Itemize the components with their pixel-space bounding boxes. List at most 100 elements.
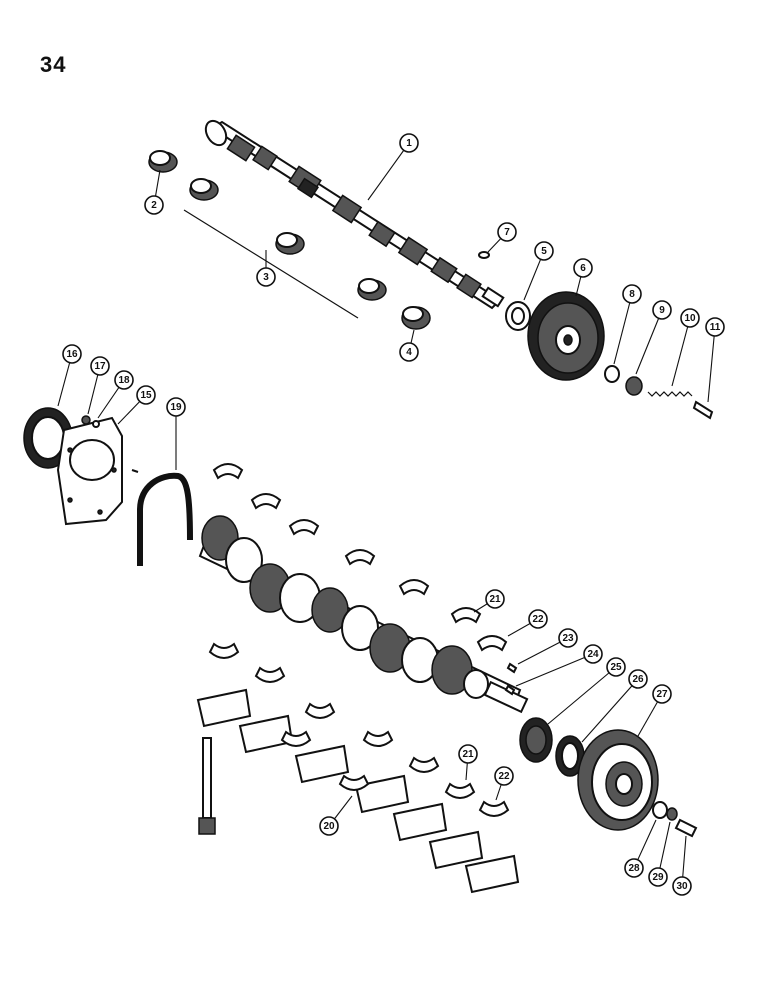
- callout-c8: 8: [613, 284, 642, 365]
- callout-label: 17: [94, 361, 106, 372]
- callout-c20a: 20: [319, 795, 353, 836]
- callout-leader: [671, 317, 691, 387]
- cam-bushing-2: [148, 150, 178, 173]
- callout-c28: 28: [624, 819, 657, 878]
- callout-c29: 29: [648, 821, 671, 887]
- callout-label: 3: [263, 272, 269, 283]
- callout-circle: [534, 241, 554, 261]
- callout-circle: [319, 816, 339, 836]
- washer-18: [92, 420, 100, 428]
- callout-c17: 17: [87, 356, 110, 415]
- thrust-plate: [505, 301, 531, 331]
- callout-circle: [606, 657, 626, 677]
- callout-circle: [672, 876, 692, 896]
- callout-circle: [485, 589, 505, 609]
- page-number: 34: [40, 52, 67, 77]
- callout-leader: [581, 678, 639, 743]
- callout-label: 21: [462, 749, 474, 760]
- callout-label: 23: [562, 633, 574, 644]
- callout-circle: [705, 317, 725, 337]
- seal-retainer-15: [56, 416, 123, 526]
- callout-c18: 18: [97, 370, 134, 419]
- bolt-17: [81, 415, 91, 425]
- callout-circle: [528, 609, 548, 629]
- callout-c3: 3: [256, 250, 276, 287]
- callout-circle: [497, 222, 517, 242]
- callout-circle: [62, 344, 82, 364]
- callout-label: 27: [656, 689, 668, 700]
- callout-label: 29: [652, 872, 664, 883]
- callout-leader: [367, 142, 410, 201]
- callout-circle: [628, 669, 648, 689]
- callout-c10: 10: [671, 308, 700, 387]
- callout-c7: 7: [487, 222, 517, 253]
- pin-11: [692, 400, 714, 420]
- callout-circle: [624, 858, 644, 878]
- callout-c1: 1: [367, 133, 419, 201]
- callout-label: 6: [580, 263, 586, 274]
- bolt-30: [674, 818, 698, 838]
- woodruff-key: [478, 251, 490, 259]
- rear-oil-seal-19: [137, 472, 193, 566]
- callout-circle: [583, 644, 603, 664]
- callout-label: 9: [659, 305, 665, 316]
- callout-c9: 9: [635, 300, 672, 375]
- callout-circle: [558, 628, 578, 648]
- callout-label: 8: [629, 289, 635, 300]
- callout-label: 25: [610, 662, 622, 673]
- nut-9: [625, 376, 643, 396]
- callout-label: 7: [504, 227, 510, 238]
- callout-c5: 5: [523, 241, 554, 301]
- key-24: [504, 684, 516, 696]
- callout-label: 30: [676, 881, 688, 892]
- vibration-damper-27: [577, 729, 659, 831]
- callout-label: 21: [489, 594, 501, 605]
- callout-circle: [652, 300, 672, 320]
- cam-bushings-3: [183, 178, 387, 319]
- callout-c6: 6: [573, 258, 593, 297]
- callout-circle: [399, 342, 419, 362]
- callout-label: 28: [628, 863, 640, 874]
- callout-label: 22: [532, 614, 544, 625]
- callout-label: 16: [66, 349, 78, 360]
- callout-circle: [144, 195, 164, 215]
- callout-circle: [136, 385, 156, 405]
- callout-label: 20: [323, 821, 335, 832]
- callout-c30: 30: [672, 835, 692, 896]
- cam-bushing-4: [401, 306, 431, 330]
- callout-c19: 19: [166, 397, 186, 470]
- callout-c4: 4: [399, 329, 419, 362]
- lockwasher-29: [666, 807, 678, 821]
- crankshaft-gear-25: [519, 717, 553, 763]
- callout-circle: [458, 744, 478, 764]
- callout-c23: 23: [517, 628, 578, 665]
- callout-leader: [707, 326, 716, 403]
- callout-label: 2: [151, 200, 157, 211]
- callout-leader: [635, 309, 663, 375]
- callout-c22b: 22: [494, 766, 514, 801]
- callout-c21a: 21: [473, 589, 505, 613]
- callout-circle: [494, 766, 514, 786]
- callout-label: 10: [684, 313, 696, 324]
- callout-circle: [114, 370, 134, 390]
- spring-10: [647, 391, 693, 397]
- callout-label: 19: [170, 402, 182, 413]
- callout-c25: 25: [547, 657, 626, 725]
- dowel: [131, 469, 139, 473]
- callout-c21b: 21: [458, 744, 478, 781]
- callout-circle: [680, 308, 700, 328]
- main-bearing-caps: [196, 642, 520, 894]
- callout-label: 4: [406, 347, 412, 358]
- callout-leader: [515, 653, 594, 687]
- callout-c11: 11: [705, 317, 725, 403]
- camshaft-gear: [527, 291, 605, 381]
- callout-label: 1: [406, 138, 412, 149]
- washer-8: [604, 365, 620, 383]
- callout-leader: [547, 666, 617, 725]
- callout-circle: [166, 397, 186, 417]
- callout-circle: [399, 133, 419, 153]
- camshaft: [204, 119, 505, 310]
- callout-circle: [622, 284, 642, 304]
- callout-circle: [573, 258, 593, 278]
- washer-28: [652, 801, 668, 819]
